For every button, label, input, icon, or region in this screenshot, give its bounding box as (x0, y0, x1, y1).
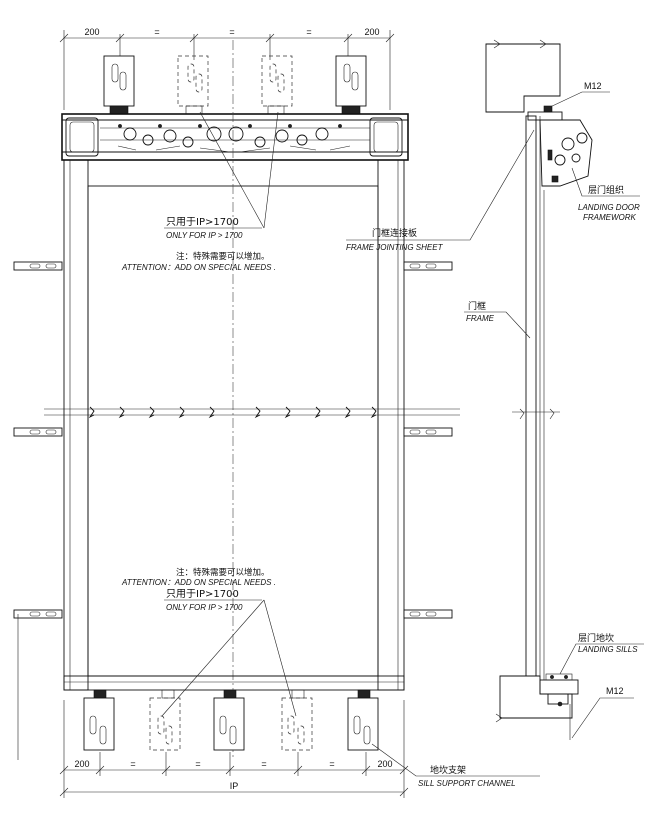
lower-only-for-ip-en: ONLY FOR IP > 1700 (166, 603, 243, 612)
bottom-dim-200-left: 200 (74, 759, 89, 769)
upper-attention-en: ATTENTION：ADD ON SPECIAL NEEDS . (121, 263, 276, 272)
anchor-bracket-dashed (261, 55, 293, 115)
side-frame (512, 115, 560, 690)
sill-support-bracket (83, 689, 115, 751)
landing-door-framework-callout: 层门组织 LANDING DOOR FRAMEWORK (571, 167, 640, 222)
bottom-dim-eq-4: = (329, 759, 334, 769)
sill-bar (63, 675, 405, 691)
bolt-m12-bottom-callout: M12 (571, 686, 634, 739)
sill-support-bracket (213, 689, 245, 751)
frame-jointing-sheet-en: FRAME JOINTING SHEET (346, 243, 444, 252)
landing-door-framework-head (527, 105, 593, 187)
anchor-bracket-dashed (177, 55, 209, 115)
overall-width-ip: IP (230, 781, 239, 791)
lower-attention-en: ATTENTION：ADD ON SPECIAL NEEDS . (121, 578, 276, 587)
frame-cn: 门框 (468, 300, 486, 312)
landing-sills-callout: 层门地坎 LANDING SILLS (559, 632, 644, 675)
landing-door-framework-cn: 层门组织 (588, 184, 624, 196)
side-section: M12 层门组织 LANDING DOOR FRAMEWORK 门框连接板 FR… (346, 39, 644, 740)
bottom-dim-eq-1: = (130, 759, 135, 769)
upper-only-for-ip-en: ONLY FOR IP > 1700 (166, 231, 243, 240)
side-sill (539, 673, 579, 740)
sill-support-brackets (83, 689, 379, 751)
upper-attention-cn: 注：特殊需要可以增加。 (176, 251, 270, 262)
bottom-dimension-chain: 200 = = = = 200 IP (59, 700, 409, 798)
frame-callout: 门框 FRAME (464, 300, 531, 339)
wall-fixing-plates (13, 261, 453, 760)
bottom-dim-200-right: 200 (377, 759, 392, 769)
frame-jointing-sheet-cn: 门框连接板 (372, 227, 417, 239)
sill-support-bracket-dashed (281, 689, 313, 751)
top-dim-eq-2: = (229, 27, 234, 37)
landing-door-framework-en-1: LANDING DOOR (578, 203, 640, 212)
top-dimension-chain: 200 = = = 200 (59, 27, 395, 110)
door-header-assembly (61, 113, 409, 161)
top-dim-eq-1: = (154, 27, 159, 37)
sill-support-channel-callout: 地坎支架 SILL SUPPORT CHANNEL (371, 743, 540, 788)
frame-en: FRAME (466, 314, 495, 323)
bottom-concrete-floor (495, 675, 573, 723)
sill-support-bracket (347, 689, 379, 751)
lower-attention-cn: 注：特殊需要可以增加。 (176, 567, 270, 578)
bolt-m12-bottom: M12 (606, 686, 624, 696)
sill-support-channel-cn: 地坎支架 (430, 764, 466, 776)
break-line (44, 406, 460, 419)
landing-sills-en: LANDING SILLS (578, 645, 638, 654)
upper-only-for-ip-cn: 只用于IP>1700 (166, 217, 239, 228)
front-elevation: 200 = = = 200 (13, 27, 540, 798)
top-dim-200-left: 200 (84, 27, 99, 37)
top-concrete-lintel (485, 39, 561, 113)
door-hanger-rollers (117, 124, 351, 153)
bottom-dim-eq-2: = (195, 759, 200, 769)
door-frame-jambs (63, 40, 405, 760)
bolt-m12-top: M12 (584, 81, 602, 91)
sill-support-bracket-dashed (149, 689, 181, 751)
lower-only-for-ip-cn: 只用于IP>1700 (166, 589, 239, 600)
bolt-m12-top-callout: M12 (547, 81, 610, 109)
landing-sills-cn: 层门地坎 (578, 632, 614, 644)
top-anchor-brackets (103, 55, 367, 115)
top-dim-200-right: 200 (364, 27, 379, 37)
sill-support-channel-en: SILL SUPPORT CHANNEL (418, 779, 516, 788)
upper-notes: 只用于IP>1700 ONLY FOR IP > 1700 注：特殊需要可以增加… (121, 111, 279, 272)
top-dim-eq-3: = (306, 27, 311, 37)
anchor-bracket (103, 55, 135, 115)
lower-notes: 注：特殊需要可以增加。 ATTENTION：ADD ON SPECIAL NEE… (121, 567, 297, 717)
landing-door-framework-en-2: FRAMEWORK (583, 213, 637, 222)
bottom-dim-eq-3: = (261, 759, 266, 769)
frame-jointing-sheet-callout: 门框连接板 FRAME JOINTING SHEET (346, 129, 535, 252)
anchor-bracket (335, 55, 367, 115)
